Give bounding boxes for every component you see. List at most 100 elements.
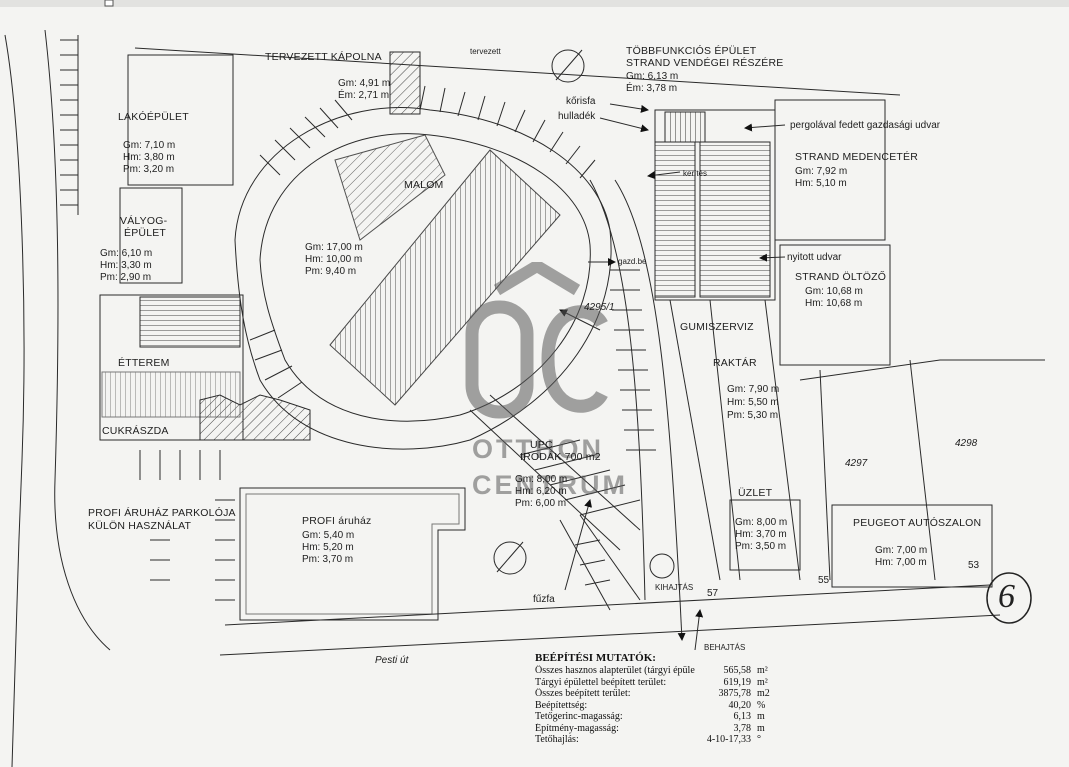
hulladek-label: hulladék bbox=[558, 111, 596, 122]
left-street-edge bbox=[4, 34, 25, 767]
behajtas-label: BEHAJTÁS bbox=[704, 643, 746, 652]
raktar-name: RAKTÁR bbox=[713, 357, 757, 369]
north-symbol-top bbox=[551, 49, 585, 83]
stats-unit: m bbox=[757, 711, 765, 722]
lakoepulet-name: LAKÓÉPÜLET bbox=[118, 111, 189, 123]
irodak-hm: Hm: 6,20 m bbox=[515, 486, 567, 497]
tree-fuzfa bbox=[649, 553, 675, 579]
parkolo-name-1: PROFI ÁRUHÁZ PARKOLÓJA bbox=[88, 507, 236, 519]
stats-title: BEÉPÍTÉSI MUTATÓK: bbox=[535, 652, 656, 664]
uzlet-pm: Pm: 3,50 m bbox=[735, 541, 787, 552]
oltozo-hm: Hm: 10,68 m bbox=[805, 298, 863, 309]
gumiszerviz-label: GUMISZERVIZ bbox=[680, 321, 754, 333]
parcel-line-4298 bbox=[909, 359, 936, 581]
stats-unit: m bbox=[757, 722, 765, 734]
peugeot-building bbox=[831, 504, 993, 588]
peugeot-hm: Hm: 7,00 m bbox=[875, 557, 927, 568]
malom-annex bbox=[334, 134, 446, 241]
stats-value: 4-10-17,33 bbox=[706, 734, 751, 745]
top-border-strip bbox=[0, 0, 1069, 7]
stats-row: Tárgyi épülettel beépített terület:619,1… bbox=[535, 677, 805, 689]
arrow-fuzfa bbox=[564, 499, 592, 591]
gumiszerviz-line-1 bbox=[669, 299, 721, 581]
strand-roof-mid bbox=[699, 141, 771, 298]
stats-value: 3875,78 bbox=[718, 688, 752, 699]
arrow-hulladek bbox=[599, 117, 649, 133]
parcel-4295-label: 4295/1 bbox=[584, 302, 615, 313]
keritas-label: kerítés bbox=[683, 169, 708, 178]
stats-key: Összes beépített terület: bbox=[535, 688, 631, 699]
pesti-ut-label: Pesti út bbox=[375, 655, 409, 666]
malom-building bbox=[329, 149, 561, 406]
number-55: 55 bbox=[818, 575, 830, 586]
stats-unit: m2 bbox=[757, 688, 770, 699]
parkolo-name-2: KÜLÖN HASZNÁLAT bbox=[88, 520, 192, 532]
kapolna-gm: Gm: 4,91 m bbox=[338, 78, 391, 89]
stats-row: Összes beépített terület: 3875,78 m2 bbox=[535, 688, 805, 700]
profi-hm: Hm: 5,20 m bbox=[302, 542, 354, 553]
parcel-line-4297 bbox=[819, 369, 831, 581]
kapolna-name: TERVEZETT KÁPOLNA bbox=[265, 51, 382, 63]
stats-unit: m² bbox=[757, 665, 768, 676]
cukraszda-roof bbox=[199, 394, 311, 441]
stats-row: Beépítettség:40,20% bbox=[535, 700, 805, 712]
stats-value: 565,58 bbox=[723, 665, 752, 676]
profi-pm: Pm: 3,70 m bbox=[302, 554, 354, 565]
stats-value: 6,13 bbox=[733, 711, 752, 722]
malom-name: MALOM bbox=[404, 179, 444, 191]
right-parcel-boundary bbox=[799, 359, 1045, 381]
medencter-area bbox=[774, 99, 886, 241]
valyog-pm: Pm: 2,90 m bbox=[100, 272, 152, 283]
cukraszda-label: CUKRÁSZDA bbox=[102, 425, 169, 437]
irodak-name-2: IRODÁK 700 m2 bbox=[520, 451, 601, 463]
access-road-left bbox=[589, 179, 646, 601]
stats-key: Tetőgerinc-magasság: bbox=[535, 711, 623, 722]
pesti-ut-road-bottom bbox=[219, 614, 1001, 656]
north-symbol-bottom-needle bbox=[496, 541, 524, 573]
parcel-4297-label: 4297 bbox=[845, 458, 868, 469]
profi-gm: Gm: 5,40 m bbox=[302, 530, 355, 541]
arrow-keritas bbox=[647, 171, 681, 180]
etterem-building bbox=[99, 294, 244, 441]
profi-name: PROFI áruház bbox=[302, 515, 372, 527]
stats-key: Összes hasznos alapterület (tárgyi épüle… bbox=[535, 665, 695, 676]
lakoepulet-hm: Hm: 3,80 m bbox=[123, 152, 175, 163]
valyog-building bbox=[119, 187, 183, 284]
arrow-korisfa bbox=[609, 103, 649, 113]
sheet-number-circle-icon bbox=[986, 572, 1032, 624]
uzlet-hm: Hm: 3,70 m bbox=[735, 529, 787, 540]
medence-gm: Gm: 7,92 m bbox=[795, 166, 848, 177]
left-street-edge-inner bbox=[44, 29, 111, 651]
irodak-pm: Pm: 6,00 m bbox=[515, 498, 567, 509]
north-note: tervezett bbox=[470, 47, 501, 56]
peugeot-name: PEUGEOT AUTÓSZALON bbox=[853, 517, 982, 529]
profi-aruhaz-building bbox=[239, 487, 466, 621]
oltozo-gm: Gm: 10,68 m bbox=[805, 286, 863, 297]
left-parking-stripes bbox=[60, 35, 79, 215]
valyog-hm: Hm: 3,30 m bbox=[100, 260, 152, 271]
oltozo-name: STRAND ÖLTÖZŐ bbox=[795, 271, 887, 283]
sheet-number: 6 bbox=[998, 578, 1015, 615]
pergola-label: pergolával fedett gazdasági udvar bbox=[790, 120, 941, 131]
top-boundary-line bbox=[134, 47, 901, 96]
uzlet-gm: Gm: 8,00 m bbox=[735, 517, 788, 528]
arrow-behajtas bbox=[694, 609, 704, 651]
ring-parking-stripes bbox=[249, 85, 596, 399]
valyog-name-1: VÁLYOG- bbox=[120, 215, 168, 227]
medence-name: STRAND MEDENCETÉR bbox=[795, 151, 918, 163]
lakoepulet-pm: Pm: 3,20 m bbox=[123, 164, 175, 175]
stats-unit: ° bbox=[757, 734, 761, 745]
etterem-roof-hatch bbox=[139, 296, 241, 348]
arrow-center bbox=[559, 309, 601, 331]
kapolna-em: Ém: 2,71 m bbox=[338, 90, 390, 101]
medence-hm: Hm: 5,10 m bbox=[795, 178, 847, 189]
uzlet-name: ÜZLET bbox=[738, 487, 773, 499]
tobbfunkcios-name-2: STRAND VENDÉGEI RÉSZÉRE bbox=[626, 57, 784, 69]
north-symbol-top-needle bbox=[555, 49, 583, 81]
tobbfunkcios-em: Ém: 3,78 m bbox=[626, 83, 678, 94]
raktar-gm: Gm: 7,90 m bbox=[727, 384, 780, 395]
stats-row: Tetőhajlás:4-10-17,33° bbox=[535, 734, 805, 746]
gumiszerviz-line-2 bbox=[709, 299, 741, 581]
korisfa-label: kőrisfa bbox=[566, 96, 596, 107]
